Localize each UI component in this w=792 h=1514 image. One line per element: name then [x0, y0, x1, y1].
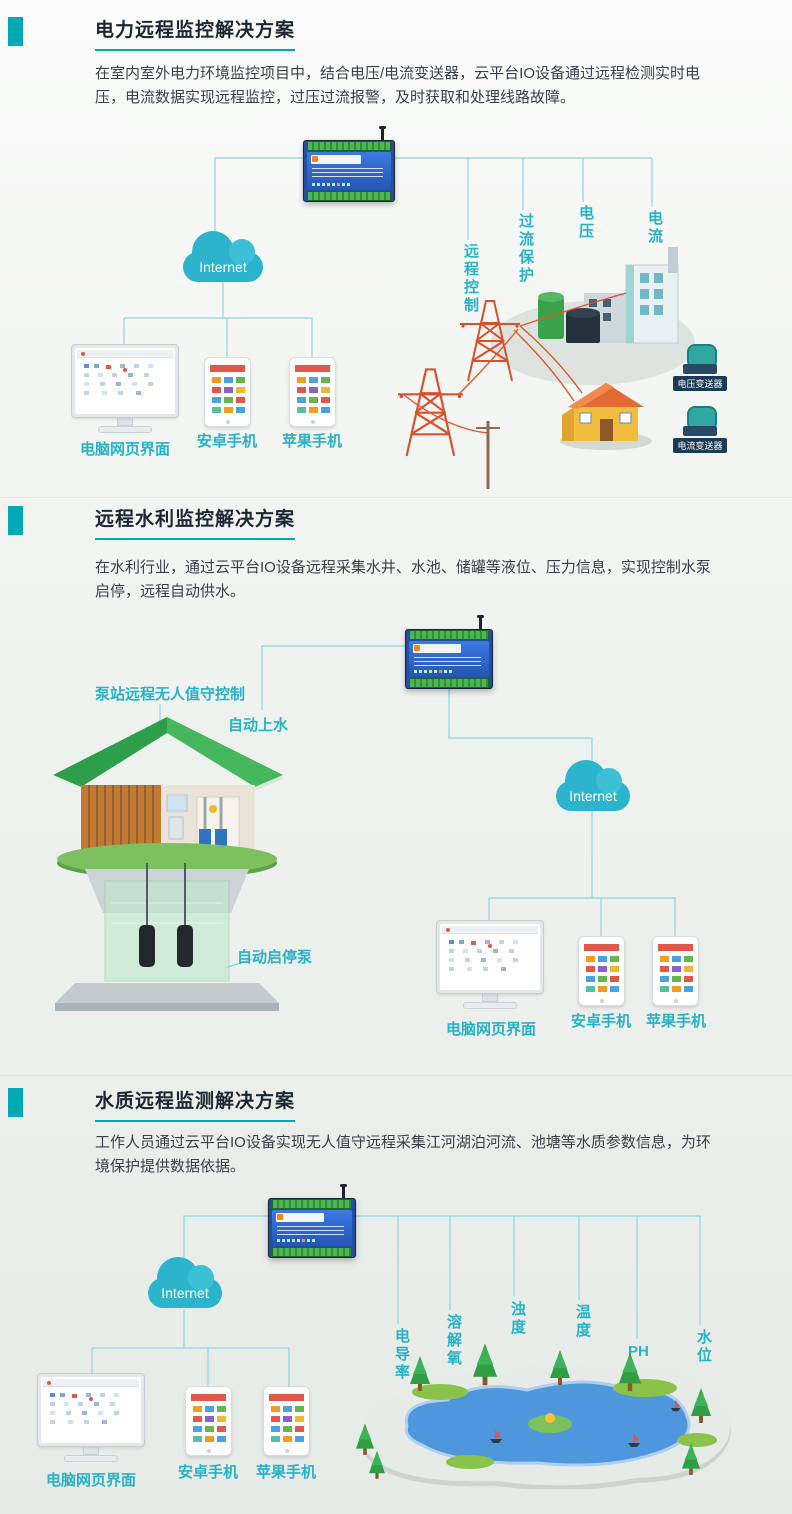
section-title: 电力远程监控解决方案 [95, 15, 296, 51]
tag-conductivity: 电导率 [393, 1328, 410, 1382]
apple-label: 苹果手机 [255, 1464, 316, 1481]
device-logo [311, 155, 362, 164]
computer-label: 电脑网页界面 [45, 1472, 136, 1489]
pump-house-walls [81, 785, 255, 854]
tag-temperature: 温度 [574, 1304, 591, 1340]
monitor-screen [436, 920, 544, 994]
tag-turbidity: 浊度 [509, 1301, 526, 1337]
internet-cloud: Internet [556, 760, 630, 811]
home-button-icon [225, 420, 230, 424]
antenna-icon [477, 615, 484, 630]
android-phone [185, 1386, 232, 1456]
tag-auto-pump: 自动启停泵 [237, 949, 313, 966]
iphone [263, 1386, 310, 1456]
section-description: 在室内室外电力环境监控项目中，结合电压/电流变送器，云平台IO设备通过远程检测实… [95, 65, 701, 106]
home-button-icon [673, 999, 678, 1003]
home-button-icon [599, 999, 604, 1003]
pump-house-roof [53, 717, 283, 791]
tag-overcurrent: 过流保护 [517, 213, 534, 285]
io-device [405, 615, 493, 689]
antenna-icon [379, 126, 386, 141]
internet-label: Internet [161, 1285, 209, 1301]
antenna-icon [340, 1184, 347, 1199]
section-power: 电力远程监控解决方案 在室内室外电力环境监控项目中，结合电压/电流变送器，云平台… [0, 0, 792, 497]
computer-label: 电脑网页界面 [445, 1021, 536, 1038]
apple-label: 苹果手机 [645, 1013, 706, 1030]
led-indicators [414, 670, 417, 673]
header-accent [8, 506, 23, 535]
tag-pump-station: 泵站远程无人值守控制 [95, 686, 246, 703]
iphone [652, 936, 699, 1006]
tag-water-level: 水位 [695, 1329, 712, 1365]
device-face [307, 152, 391, 190]
section-water-quality: 水质远程监测解决方案 工作人员通过云平台IO设备实现无人值守远程采集江河湖泊河流… [0, 1075, 792, 1514]
base-slab [55, 983, 279, 1011]
android-phone [204, 357, 251, 427]
tag-ph: PH [628, 1343, 649, 1360]
computer-monitor [436, 920, 544, 1009]
storage-tanks [538, 292, 600, 343]
led-indicators [277, 1239, 280, 1242]
island [528, 1415, 572, 1433]
house [562, 383, 644, 441]
home-button-icon [206, 1449, 211, 1453]
io-device [303, 126, 395, 202]
underground-well [104, 863, 230, 982]
internet-cloud: Internet [183, 231, 263, 282]
lake-illustration [356, 1344, 732, 1489]
grass-patches [412, 1379, 717, 1469]
home-button-icon [310, 420, 315, 424]
monitor-screen [71, 344, 179, 418]
utility-pole [476, 421, 500, 489]
tag-dissolved-oxygen: 溶解氧 [445, 1314, 462, 1368]
terminal-strip [307, 191, 391, 201]
voltage-transmitter-label: 电压变送器 [673, 376, 727, 391]
internet-label: Internet [569, 788, 617, 804]
voltage-transmitter: 电压变送器 [672, 344, 728, 392]
apple-label: 苹果手机 [281, 433, 342, 450]
power-plant-illustration [396, 247, 695, 489]
monitor-screen [37, 1373, 145, 1447]
section-title: 水质远程监测解决方案 [95, 1086, 296, 1122]
header-accent [8, 1088, 23, 1117]
pump-station-illustration [53, 717, 283, 1011]
led-indicators [312, 183, 315, 186]
section-title: 远程水利监控解决方案 [95, 504, 296, 540]
voltage-transmitter-icon [683, 344, 717, 374]
terminal-strip [307, 141, 391, 151]
android-label: 安卓手机 [177, 1464, 238, 1481]
internet-cloud: Internet [148, 1257, 222, 1308]
duck-icon [545, 1413, 555, 1423]
io-device [268, 1184, 356, 1258]
power-lines [403, 292, 627, 434]
current-transmitter-icon [683, 406, 717, 436]
computer-monitor [71, 344, 179, 433]
header-accent [8, 17, 23, 46]
internet-label: Internet [199, 259, 247, 275]
section-water-conservancy: 远程水利监控解决方案 在水利行业，通过云平台IO设备远程采集水井、水池、储罐等液… [0, 497, 792, 1075]
computer-monitor [37, 1373, 145, 1462]
tag-voltage: 电压 [577, 205, 594, 241]
iphone [289, 357, 336, 427]
home-button-icon [284, 1449, 289, 1453]
tag-current: 电流 [646, 210, 663, 246]
section-description: 工作人员通过云平台IO设备实现无人值守远程采集江河湖泊河流、池塘等水质参数信息，… [95, 1134, 711, 1175]
current-transmitter: 电流变送器 [672, 406, 728, 454]
current-transmitter-label: 电流变送器 [673, 438, 727, 453]
computer-label: 电脑网页界面 [79, 441, 170, 458]
tag-auto-fill: 自动上水 [228, 717, 289, 734]
tag-remote-control: 远程控制 [462, 243, 479, 315]
android-label: 安卓手机 [570, 1013, 631, 1030]
android-label: 安卓手机 [196, 433, 257, 450]
android-phone [578, 936, 625, 1006]
section-description: 在水利行业，通过云平台IO设备远程采集水井、水池、储罐等液位、压力信息，实现控制… [95, 559, 711, 600]
